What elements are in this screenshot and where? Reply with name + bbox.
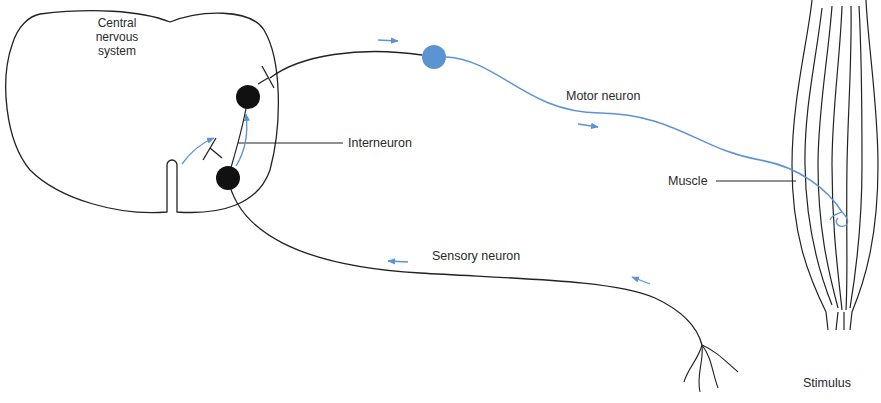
nerve-ending bbox=[702, 345, 738, 372]
synapse-mark bbox=[210, 148, 222, 158]
synapse-mark bbox=[203, 66, 274, 160]
cns-outline-path bbox=[6, 11, 279, 213]
muscle-fiber bbox=[818, 6, 838, 308]
motor-dendrite bbox=[270, 52, 422, 78]
flow-arrow bbox=[236, 114, 247, 166]
muscle-fiber bbox=[846, 6, 851, 310]
interneuron-fiber bbox=[228, 97, 248, 178]
cns-outline: Central nervous system bbox=[0, 0, 285, 225]
flow-arrow bbox=[632, 277, 650, 284]
stimulus-label: Stimulus bbox=[803, 376, 851, 391]
sensory-neuron-label: Sensory neuron bbox=[432, 249, 520, 264]
muscle-fiber bbox=[850, 6, 862, 308]
leader-line bbox=[716, 181, 796, 182]
sensory-cell-body bbox=[216, 166, 240, 190]
leader-line bbox=[238, 143, 343, 144]
synapse-mark bbox=[203, 138, 216, 160]
synapse-mark bbox=[258, 78, 268, 84]
muscle-tendon bbox=[836, 312, 838, 330]
motor-axon bbox=[446, 57, 842, 212]
muscle-tendon bbox=[843, 312, 844, 330]
muscle-fiber bbox=[832, 6, 842, 310]
interneuron-cell-body bbox=[236, 85, 260, 109]
flow-arrow bbox=[182, 40, 650, 284]
muscle-label: Muscle bbox=[668, 174, 708, 189]
flow-arrow bbox=[388, 261, 408, 262]
nerve-ending bbox=[702, 345, 718, 388]
interneuron-label: Interneuron bbox=[348, 136, 412, 151]
flow-arrow bbox=[578, 124, 598, 127]
node-label: Central nervous system bbox=[84, 16, 150, 58]
stimulus-endings bbox=[684, 345, 738, 392]
nerve-ending bbox=[699, 345, 702, 392]
sensory-axon bbox=[228, 178, 702, 345]
motor-neuron-label: Motor neuron bbox=[566, 89, 640, 104]
muscle-outline bbox=[850, 0, 878, 330]
cns-shape bbox=[0, 0, 285, 225]
muscle-drawing bbox=[792, 0, 878, 330]
motor-cell-body bbox=[422, 45, 446, 69]
flow-arrow bbox=[182, 138, 214, 164]
flow-arrow bbox=[378, 40, 398, 41]
motor-end-plate bbox=[830, 212, 848, 226]
